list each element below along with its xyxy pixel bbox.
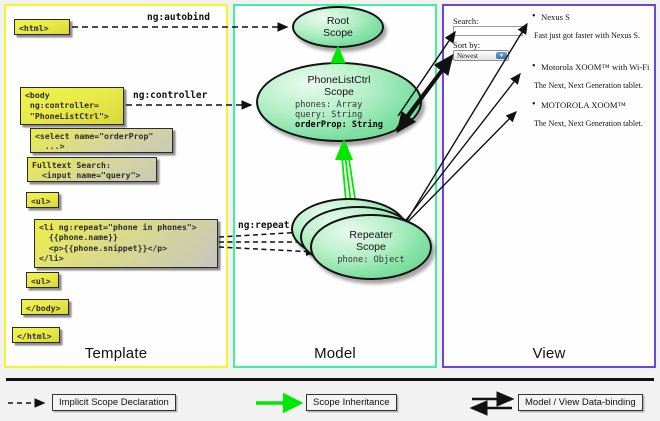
scope-property-phones: phones: Array: [295, 100, 363, 110]
panel-view-label: View: [532, 345, 566, 362]
view-item-desc-2: The Next, Next Generation tablet.: [534, 119, 643, 128]
legend-label-scope-inheritance: Scope Inheritance: [306, 394, 397, 411]
scope-root: Root Scope: [292, 6, 384, 48]
code-box-ul-close: <ul>: [26, 272, 59, 288]
code-box-li-repeat: <li ng:repeat="phone in phones"> {{phone…: [34, 219, 218, 268]
view-item-desc-0: Fast just got faster with Nexus S.: [534, 31, 640, 40]
panel-template-label: Template: [84, 345, 148, 362]
scope-property-orderprop: orderProp: String: [295, 120, 383, 130]
edge-label-repeat: ng:repeat: [238, 220, 290, 231]
scope-property-phone: phone: Object: [337, 255, 405, 265]
edge-label-controller: ng:controller: [133, 90, 208, 101]
scope-phonelistctrl-title: PhoneListCtrl Scope: [307, 74, 371, 98]
legend-label-model-view-data-binding: Model / View Data-binding: [518, 394, 643, 411]
code-box-html-close: </html>: [12, 327, 60, 343]
sort-by-value: Newest: [457, 52, 478, 60]
scope-repeater-title: Repeater Scope: [349, 229, 393, 253]
view-item-name-2: MOTOROLA XOOM™: [532, 99, 626, 110]
view-search-label: Search:: [453, 16, 479, 26]
code-box-body-close: </body>: [21, 299, 69, 315]
code-box-html-open: <html>: [14, 19, 70, 35]
code-box-fulltext-search: Fulltext Search: <input name="query">: [27, 157, 157, 182]
code-box-ul-open: <ul>: [26, 192, 59, 208]
chevron-down-icon: ▾: [496, 52, 507, 59]
view-item-name-0: Nexus S: [532, 11, 570, 22]
code-box-body-open: <body ng:controller= "PhoneListCtrl">: [20, 87, 124, 125]
view-sort-label: Sort by:: [453, 40, 481, 50]
search-input[interactable]: [453, 26, 523, 36]
view-item-name-1: Motorola XOOM™ with Wi-Fi: [532, 61, 649, 72]
scope-phonelistctrl-properties: phones: Array query: String orderProp: S…: [295, 100, 383, 130]
sort-by-select[interactable]: Newest ▾: [453, 50, 509, 61]
panel-model-label: Model: [314, 345, 356, 362]
scope-root-title: Root Scope: [323, 15, 353, 39]
scope-phonelistctrl: PhoneListCtrl Scope phones: Array query:…: [256, 62, 422, 142]
scope-property-query: query: String: [295, 110, 363, 120]
scope-repeater: Repeater Scope phone: Object: [310, 214, 432, 280]
view-item-desc-1: The Next, Next Generation tablet.: [534, 81, 643, 90]
edge-label-autobind: ng:autobind: [147, 12, 210, 23]
legend-label-implicit-scope-declaration: Implicit Scope Declaration: [52, 394, 176, 411]
scope-repeater-properties: phone: Object: [337, 255, 404, 265]
legend-divider: [6, 378, 654, 381]
panel-model: Model: [233, 4, 437, 368]
code-box-select: <select name="orderProp" ...>: [30, 128, 173, 153]
